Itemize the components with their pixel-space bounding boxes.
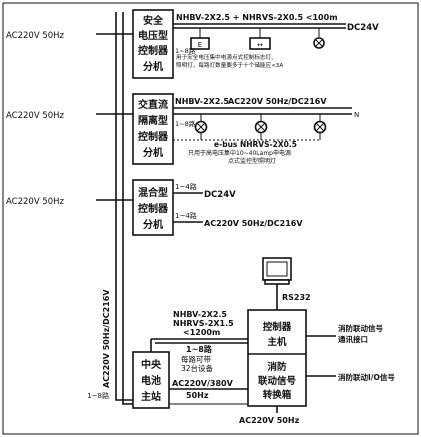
sign-glyph-2: ↔: [257, 41, 263, 49]
vertical-power-label: AC220V 50Hz/DC216V: [102, 289, 111, 388]
isolation-controller-line-1: 交直流: [138, 98, 168, 111]
ebus-label: e-bus NHRVS-2X0.5: [214, 140, 297, 149]
isolation-controller-line-3: 控制器: [138, 130, 169, 143]
host-power-label: AC220V 50Hz: [239, 416, 300, 425]
safety-cable-label: NHBV-2X2.5 + NHRVS-2X0.5 <100m: [176, 13, 338, 22]
monitor-screen: [266, 261, 288, 277]
iso-lamp-3-x-b: [315, 122, 325, 132]
host-signal-2: 通讯接口: [338, 334, 368, 344]
converter-line-2: 联动信号: [258, 375, 297, 387]
monitor-base: [264, 279, 290, 285]
central-capacity-1: 每路可带: [181, 354, 211, 364]
central-capacity-2: 32台设备: [181, 363, 214, 373]
isolation-voltage-label: AC220V 50Hz/DC216V: [228, 97, 327, 106]
converter-line-1: 消防: [267, 361, 287, 373]
mixed-voltage-1: DC24V: [204, 190, 236, 200]
central-left-link-2: [122, 395, 133, 405]
iso-lamp-2-x-b: [256, 122, 266, 132]
mixed-controller-line-2: 控制器: [138, 202, 169, 215]
safety-note-2: 照明灯，每路灯数量要多于十个储能应<3A: [176, 61, 283, 69]
safety-voltage-label: DC24V: [347, 23, 379, 33]
central-left-count: 1~8路: [87, 391, 109, 400]
central-out-freq: 50Hz: [186, 391, 209, 400]
converter-line-3: 转换箱: [263, 389, 292, 401]
safety-exit-sign-2: [249, 37, 271, 50]
rs232-label: RS232: [282, 293, 311, 302]
safety-exit-sign-1: [190, 37, 210, 50]
central-count: 1~8路: [186, 344, 213, 354]
safety-note-1: 用于安全电压集中电源点式控制标志灯、: [176, 53, 277, 61]
isolation-note-2: 点式监控型照明灯: [228, 157, 276, 165]
central-station-box: [132, 351, 170, 409]
central-out-voltage: AC220V/380V: [172, 379, 234, 388]
mixed-controller-line-3: 分机: [143, 218, 163, 231]
central-cable-2: NHRVS-2X1.5: [173, 319, 234, 328]
isolation-note-1: 只用于高电压集中10~40Lamp申电源: [188, 149, 291, 157]
safety-count-label: 1~8路: [175, 46, 196, 55]
central-left-link: [115, 395, 133, 401]
safety-controller-line-3: 控制器: [138, 44, 169, 57]
mixed-count-1: 1~4路: [175, 182, 197, 191]
mixed-controller-box: [132, 179, 174, 236]
iso-lamp-1-x-b: [196, 122, 206, 132]
ac-input-label-1: AC220V 50Hz: [6, 31, 65, 41]
mixed-count-2: 1~4路: [175, 211, 197, 220]
sign-glyph-1: E: [198, 41, 202, 49]
central-cable-1: NHBV-2X2.5: [173, 310, 227, 319]
host-cabinet-box: [247, 309, 307, 407]
central-station-line-3: 主站: [141, 390, 161, 403]
safety-controller-box: [132, 9, 174, 79]
host-signal-io: 消防联动I/O信号: [338, 372, 395, 382]
central-station-line-1: 中央: [141, 358, 162, 371]
host-line-2: 主机: [267, 336, 287, 348]
isolation-cable-label: NHBV-2X2.5: [175, 97, 229, 106]
safety-controller-line-4: 分机: [143, 60, 163, 73]
isolation-n-label: N: [354, 111, 359, 119]
isolation-controller-line-2: 隔离型: [138, 114, 168, 127]
host-signal-1: 消防联动信号: [338, 323, 383, 333]
lamp-cross-b: [315, 39, 323, 47]
central-station-line-2: 电池: [141, 374, 161, 387]
mixed-controller-line-1: 混合型: [138, 186, 168, 199]
isolation-controller-line-4: 分机: [143, 146, 163, 159]
isolation-count-label: 1~8路: [175, 119, 196, 128]
ac-input-label-3: AC220V 50Hz: [6, 197, 65, 207]
ac-input-label-2: AC220V 50Hz: [6, 111, 65, 121]
safety-controller-line-2: 电压型: [138, 29, 168, 42]
central-length: <1200m: [183, 328, 220, 337]
mixed-voltage-2: AC220V 50Hz/DC216V: [204, 219, 303, 228]
host-line-1: 控制器: [263, 321, 292, 333]
isolation-controller-box: [132, 93, 174, 165]
safety-controller-line-1: 安全: [143, 14, 164, 27]
